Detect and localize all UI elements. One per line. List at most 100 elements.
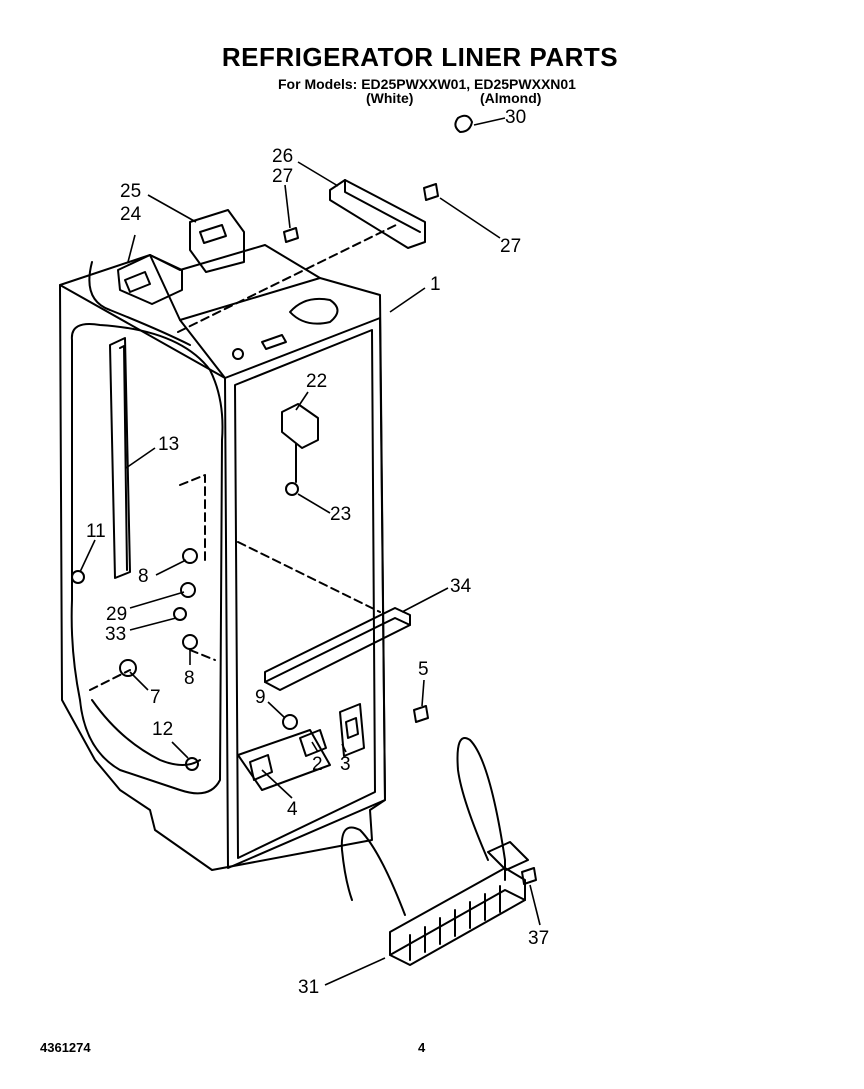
part-24-housing (117, 254, 183, 305)
liner-side-opening (70, 323, 224, 795)
liner-top-rear (179, 277, 321, 321)
part-13-rail (109, 337, 131, 579)
part-31-heater-loop (456, 737, 506, 881)
liner-outer-shell (59, 244, 386, 871)
part-11-clip (71, 570, 85, 584)
part-3-switch (339, 703, 365, 757)
page-title: REFRIGERATOR LINER PARTS (221, 42, 619, 72)
guide-line (177, 223, 399, 333)
callout-34: 34 (450, 576, 472, 597)
callout-4: 4 (287, 799, 298, 820)
leader-27b (439, 197, 501, 239)
guide-line (179, 474, 206, 561)
part-25-slot (199, 224, 227, 244)
liner-front-face (224, 317, 386, 869)
part-30-clip (454, 114, 473, 133)
part-27-screw (283, 227, 299, 243)
callout-11: 11 (86, 521, 106, 542)
liner-top-slot (261, 334, 287, 350)
part-9-clip (282, 714, 298, 730)
callout-3: 3 (340, 754, 351, 775)
part-31-heater-connector (487, 841, 529, 871)
callout-12: 12 (152, 719, 173, 740)
variant-white: (White) (366, 90, 414, 106)
leader-4 (261, 769, 293, 799)
variant-almond: (Almond) (480, 90, 542, 106)
callout-9: 9 (255, 687, 266, 708)
guide-line (237, 541, 381, 613)
leader-8a (155, 559, 187, 576)
leader-12 (171, 741, 189, 759)
callout-37: 37 (528, 928, 549, 949)
leader-29 (129, 591, 185, 609)
callout-33: 33 (105, 624, 126, 645)
part-4-lamp (249, 754, 273, 781)
part-5-screw (413, 705, 429, 723)
callout-8b: 8 (184, 668, 195, 689)
callout-1: 1 (430, 274, 441, 295)
leader-5 (421, 679, 425, 707)
callout-22: 22 (306, 371, 327, 392)
part-26-rail-edge (344, 179, 421, 233)
leader-25 (147, 194, 197, 223)
part-37-screw (521, 867, 537, 885)
liner-top-ridge (149, 254, 226, 379)
part-29-clip (180, 582, 196, 598)
models-line: For Models: ED25PWXXW01, ED25PWXXN01 (278, 76, 576, 92)
callout-5: 5 (418, 659, 429, 680)
leader-33 (129, 617, 177, 631)
part-25-bracket (189, 209, 245, 273)
leader-31 (324, 957, 386, 986)
leader-9 (267, 701, 286, 719)
callout-2: 2 (312, 754, 323, 775)
leader-13 (125, 447, 156, 469)
part-23-screw (285, 482, 299, 496)
leader-1 (389, 287, 426, 313)
callout-25: 25 (120, 181, 141, 202)
leader-2 (311, 741, 319, 753)
part-8b-clip (182, 634, 198, 650)
callout-27a: 27 (272, 166, 293, 187)
leader-30 (473, 117, 506, 126)
leader-11 (79, 539, 96, 573)
wire-harness (88, 261, 191, 346)
callout-26: 26 (272, 146, 293, 167)
callout-30: 30 (505, 107, 526, 128)
leader-7 (129, 671, 149, 691)
leader-24 (127, 234, 136, 263)
callout-13: 13 (158, 434, 179, 455)
part-7-clip (119, 659, 137, 677)
leader-3 (341, 743, 347, 753)
part-33-clip (173, 607, 187, 621)
guide-line (189, 649, 216, 661)
part-22-bracket (281, 403, 319, 449)
part-3-switch-face (345, 717, 359, 739)
guide-line (89, 669, 131, 691)
liner-top-bump (289, 297, 339, 325)
liner-front-face-inner (234, 329, 376, 859)
callout-27b: 27 (500, 236, 521, 257)
callout-31: 31 (298, 977, 319, 998)
leader-37 (529, 884, 541, 926)
leader-27a (284, 184, 291, 229)
part-34-shelf-edge (264, 617, 411, 683)
part-2-socket (299, 729, 327, 757)
leader-34 (401, 587, 449, 613)
callout-23: 23 (330, 504, 351, 525)
part-31-heater-wire (340, 826, 406, 916)
leader-23 (297, 493, 331, 514)
part-31-heater-ribs (409, 885, 501, 961)
doc-number: 4361274 (40, 1040, 91, 1055)
callout-29: 29 (106, 604, 127, 625)
callout-7: 7 (150, 687, 161, 708)
part-31-heater-edge (389, 889, 526, 956)
callout-24: 24 (120, 204, 142, 225)
part-8-clip (182, 548, 198, 564)
page-number: 4 (418, 1040, 426, 1055)
liner-bottom-box (237, 729, 331, 791)
wire-harness-lower (91, 699, 201, 766)
leader-22 (295, 391, 309, 411)
liner-top-hole (232, 348, 244, 360)
part-27-screw-b (423, 183, 439, 201)
